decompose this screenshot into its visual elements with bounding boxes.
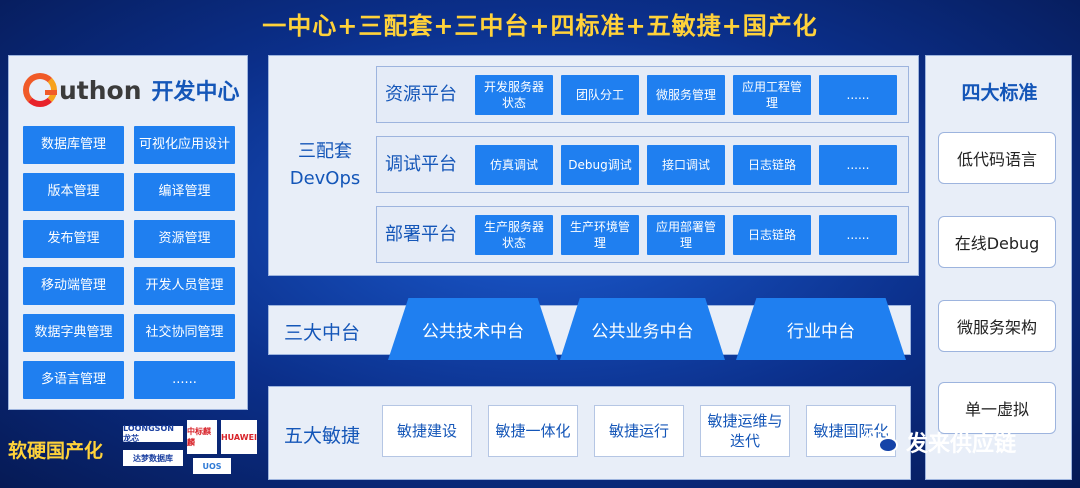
row-title: 资源平台 — [385, 84, 457, 105]
devops-label: 三配套 DevOps — [280, 138, 370, 192]
page-title: 一中心+三配套+三中台+四标准+五敏捷+国产化 — [262, 12, 818, 40]
dev-item[interactable]: 数据字典管理 — [23, 314, 124, 352]
dev-item[interactable]: 发布管理 — [23, 220, 124, 258]
row-item[interactable]: 微服务管理 — [647, 75, 725, 115]
row-item[interactable]: ...... — [819, 215, 897, 255]
dev-item[interactable]: 资源管理 — [134, 220, 235, 258]
standards-panel: 四大标准 低代码语言 在线Debug 微服务架构 单一虚拟 — [925, 55, 1072, 480]
standard-card[interactable]: 在线Debug — [938, 216, 1056, 268]
agile-label: 五大敏捷 — [284, 425, 361, 447]
row-item[interactable]: 日志链路 — [733, 215, 811, 255]
middle-platform-item[interactable]: 公共业务中台 — [560, 298, 725, 360]
dev-item[interactable]: ...... — [134, 361, 235, 399]
middle-platform-item[interactable]: 公共技术中台 — [388, 298, 558, 360]
dev-item[interactable]: 社交协同管理 — [134, 314, 235, 352]
row-item[interactable]: 接口调试 — [647, 145, 725, 185]
middle-platform-item[interactable]: 行业中台 — [736, 298, 906, 360]
domestic-label: 软硬国产化 — [8, 440, 104, 462]
loongson-logo: LOONGSON 龙芯 — [123, 424, 183, 443]
dameng-logo: 达梦数据库 — [123, 450, 183, 466]
row-item[interactable]: Debug调试 — [561, 145, 639, 185]
deploy-platform-row: 部署平台 生产服务器状态 生产环境管理 应用部署管理 日志链路 ...... — [376, 206, 909, 263]
row-item[interactable]: 日志链路 — [733, 145, 811, 185]
dev-item[interactable]: 版本管理 — [23, 173, 124, 211]
agile-band — [268, 386, 911, 480]
agile-item[interactable]: 敏捷运维与迭代 — [700, 405, 790, 457]
standard-card[interactable]: 微服务架构 — [938, 300, 1056, 352]
guthon-g-icon — [23, 73, 57, 107]
standard-card[interactable]: 低代码语言 — [938, 132, 1056, 184]
devops-label-cn: 三配套 — [298, 141, 352, 162]
dev-item[interactable]: 开发人员管理 — [134, 267, 235, 305]
wechat-icon — [866, 428, 900, 456]
agile-item[interactable]: 敏捷一体化 — [488, 405, 578, 457]
devops-label-en: DevOps — [289, 168, 361, 189]
dev-item[interactable]: 多语言管理 — [23, 361, 124, 399]
development-center-panel: uthon 开发中心 数据库管理 可视化应用设计 版本管理 编译管理 发布管理 … — [8, 55, 248, 410]
row-item[interactable]: 开发服务器状态 — [475, 75, 553, 115]
logo-text: uthon — [59, 75, 142, 105]
middle-platform-label: 三大中台 — [284, 322, 361, 344]
guthon-logo: uthon 开发中心 — [23, 70, 240, 110]
agile-item[interactable]: 敏捷建设 — [382, 405, 472, 457]
watermark-text: 发来供应链 — [906, 432, 1017, 457]
row-item[interactable]: 应用部署管理 — [647, 215, 725, 255]
row-item[interactable]: 生产环境管理 — [561, 215, 639, 255]
row-item[interactable]: 应用工程管理 — [733, 75, 811, 115]
row-item[interactable]: ...... — [819, 145, 897, 185]
dev-item[interactable]: 数据库管理 — [23, 126, 124, 164]
row-item[interactable]: ...... — [819, 75, 897, 115]
huawei-logo: HUAWEI — [221, 420, 257, 454]
row-title: 调试平台 — [385, 154, 457, 175]
panel-title: 开发中心 — [151, 80, 240, 105]
standard-card[interactable]: 单一虚拟 — [938, 382, 1056, 434]
row-item[interactable]: 仿真调试 — [475, 145, 553, 185]
watermark: 发来供应链 — [866, 426, 1016, 458]
dev-center-grid: 数据库管理 可视化应用设计 版本管理 编译管理 发布管理 资源管理 移动端管理 … — [23, 126, 235, 399]
dev-item[interactable]: 编译管理 — [134, 173, 235, 211]
debug-platform-row: 调试平台 仿真调试 Debug调试 接口调试 日志链路 ...... — [376, 136, 909, 193]
resource-platform-row: 资源平台 开发服务器状态 团队分工 微服务管理 应用工程管理 ...... — [376, 66, 909, 123]
kylin-logo: 中标麒麟 — [187, 420, 217, 454]
row-item[interactable]: 团队分工 — [561, 75, 639, 115]
agile-item[interactable]: 敏捷运行 — [594, 405, 684, 457]
domestic-logos: LOONGSON 龙芯 中标麒麟 HUAWEI 达梦数据库 UOS — [123, 420, 258, 478]
dev-item[interactable]: 可视化应用设计 — [134, 126, 235, 164]
standards-title: 四大标准 — [961, 82, 1038, 104]
row-title: 部署平台 — [385, 224, 457, 245]
dev-item[interactable]: 移动端管理 — [23, 267, 124, 305]
row-item[interactable]: 生产服务器状态 — [475, 215, 553, 255]
uos-logo: UOS — [193, 458, 231, 474]
